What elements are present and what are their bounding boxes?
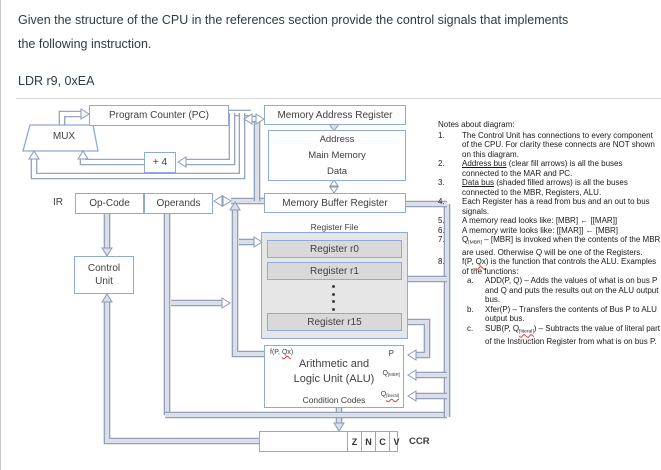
plus4-box: + 4 [144,152,176,173]
register-row-r0: Register r0 [267,240,402,258]
question-line-2: the following instruction. [18,37,152,51]
alu-name-line2: Logic Unit (ALU) [293,373,375,385]
register-row-r15: Register r15 [267,313,402,331]
notes: Notes about diagram: 1.The Control Unit … [438,120,661,346]
register-ellipsis [332,285,336,315]
memory-data-label: Data [326,165,348,177]
memory-address-label: Address [319,133,355,145]
note-item: 5.A memory read looks like: [MBR] ← [[MA… [438,216,618,225]
mbr-box: Memory Buffer Register [264,193,406,213]
main-memory-box: Address Main Memory Data [268,130,406,181]
alu-function-label: f(P, Qx) [270,349,294,356]
alu-name-line1: Arithmetic and [298,358,370,370]
bus-arrowheads [28,108,417,432]
operands-box: Operands [144,193,213,214]
ccr-flag-z: Z [347,432,361,451]
notes-list: 1.The Control Unit has connections to ev… [438,131,661,347]
note-item: 4.Each Register has a read from bus and … [438,197,650,216]
data-bus [103,121,451,445]
separator-line [16,98,661,99]
alu-p-input-label: P [388,349,394,358]
ccr-flag-n: N [361,432,375,451]
alu-qmbr-input-label: Q[MBR] [382,370,400,378]
control-unit-line1: Control [87,263,121,274]
instruction-text: LDR r9, 0xEA [18,74,95,88]
ccr-box: Z N C V [259,431,400,452]
control-unit-box: Control Unit [74,256,134,294]
ccr-flag-cells: Z N C V [347,432,403,451]
notes-title: Notes about diagram: [438,120,515,129]
register-file-title: Register File [310,222,359,232]
opcode-box: Op-Code [75,193,144,214]
ccr-flag-c: C [375,432,389,451]
note-item: 8.f(P, Qx) is the function that controls… [438,257,657,276]
main-memory-label: Main Memory [308,149,366,161]
register-row-r1: Register r1 [267,262,402,280]
mux-shape [22,124,99,152]
mar-box: Memory Address Register [264,105,406,125]
ir-label: IR [53,197,63,208]
control-unit-line2: Unit [95,276,113,287]
note-item: b.Xfer(P) – Transfers the contents of Bu… [467,304,657,324]
note-item: c.SUB(P, Q[literal]) – Subtracts the val… [467,323,660,346]
alu-qliteral-input-label: Q[literal] [380,391,399,399]
note-item: 7.Q[MBR] – [MBR] is invoked when the con… [438,235,661,257]
alu-box: f(P, Qx) P Arithmetic and Logic Unit (AL… [264,345,404,408]
note-item: 3.Data bus (shaded filled arrows) is all… [438,178,628,197]
pc-box: Program Counter (PC) [89,105,229,126]
alu-condition-codes-label: Condition Codes [302,395,366,405]
question-text: Given the structure of the CPU in the re… [18,8,650,93]
note-item: 6.A memory write looks like: [[MAR]] ← [… [438,225,619,235]
note-item: 1.The Control Unit has connections to ev… [438,130,655,159]
mux-label: MUX [52,131,76,142]
note-item: 2.Address bus (clear fill arrows) is all… [438,159,623,178]
ccr-label: CCR [409,436,430,447]
note-item: a.ADD(P, Q) – Adds the values of what is… [467,276,659,305]
question-line-1: Given the structure of the CPU in the re… [18,13,569,27]
ccr-flag-v: V [389,432,403,451]
